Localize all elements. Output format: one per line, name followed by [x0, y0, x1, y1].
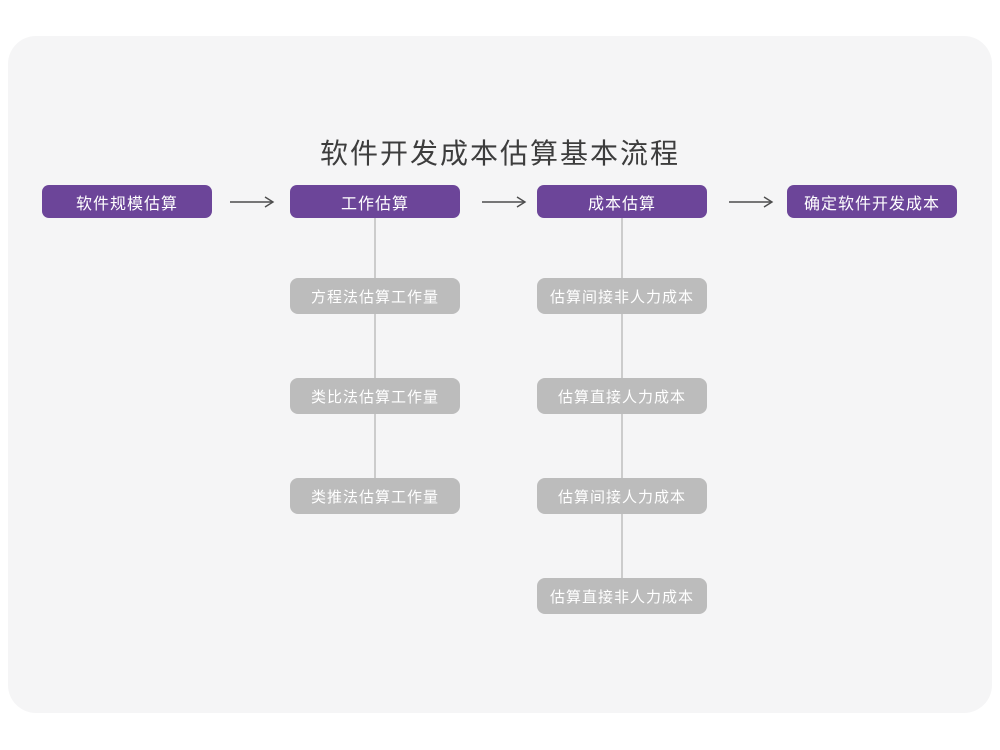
sub-node-extrapolation-method: 类推法估算工作量	[290, 478, 460, 514]
stage-node-cost-estimation: 成本估算	[537, 185, 707, 218]
sub-node-direct-labor-cost: 估算直接人力成本	[537, 378, 707, 414]
flow-arrow-icon	[230, 196, 275, 208]
sub-node-indirect-labor-cost: 估算间接人力成本	[537, 478, 707, 514]
connector-line-work-estimation	[374, 218, 376, 498]
sub-node-analogy-method: 类比法估算工作量	[290, 378, 460, 414]
stage-node-work-estimation: 工作估算	[290, 185, 460, 218]
diagram-card: 软件开发成本估算基本流程 软件规模估算 工作估算 成本估算 确定软件开发成本 方…	[8, 36, 992, 713]
sub-node-equation-method: 方程法估算工作量	[290, 278, 460, 314]
diagram-title: 软件开发成本估算基本流程	[319, 138, 680, 169]
sub-node-indirect-nonlabor-cost: 估算间接非人力成本	[537, 278, 707, 314]
stage-node-software-scale-estimation: 软件规模估算	[42, 185, 212, 218]
sub-node-direct-nonlabor-cost: 估算直接非人力成本	[537, 578, 707, 614]
flow-arrow-icon	[729, 196, 774, 208]
flow-arrow-icon	[482, 196, 527, 208]
stage-node-determine-dev-cost: 确定软件开发成本	[787, 185, 957, 218]
